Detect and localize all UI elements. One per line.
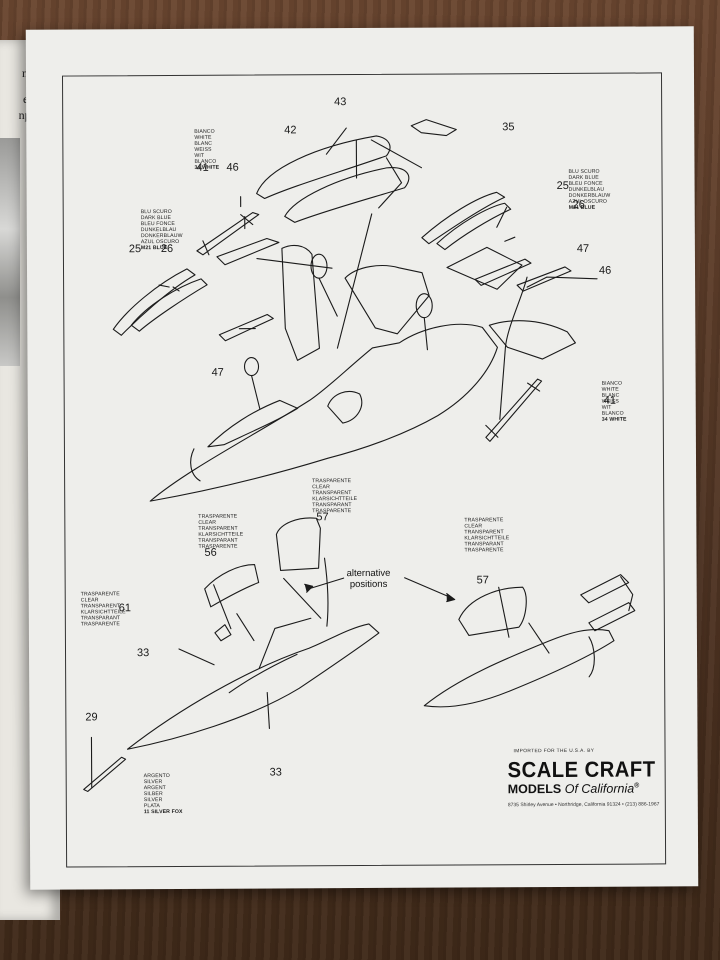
missile-41-right [485,378,543,442]
seat-61 [214,624,232,642]
canopy-56 [204,564,260,608]
nose-wheel [243,357,260,377]
pylon-46-left [216,237,280,266]
color-label-silver: ARGENTO SILVER ARGENT SILBER SILVER PLAT… [143,773,183,816]
pylon-46-right [516,266,572,292]
wing-left [344,265,430,335]
assembly-diagram [83,119,636,792]
color-label-white-top: BIANCO WHITE BLANC WEISS WIT BLANCO 34 W… [194,128,220,171]
fuel-tank-43 [284,167,410,223]
canopy-alt-57 [458,586,527,636]
callout-25-left: 25 [128,243,142,256]
rack-25-left [112,268,196,336]
pitot-29 [83,756,127,792]
color-label-clear-57: TRASPARENTE CLEAR TRANSPARENT KLARSICHTT… [312,478,358,515]
rack-26-right [436,202,512,251]
callout-47-right: 47 [576,242,590,255]
instruction-sheet-page: 43 35 42 41 46 25 26 25 26 47 46 47 41 5… [25,26,699,890]
main-wheel-right [415,293,433,319]
callout-43: 43 [334,96,347,109]
color-label-blue-left: BLU SCURO DARK BLUE BLEU FONCE DUNKELBLA… [140,208,183,252]
color-label-clear-right: TRASPARENTE CLEAR TRANSPARENT KLARSICHTT… [464,517,510,554]
color-label-clear-61: TRASPARENTE CLEAR TRANSPARENT KLARSICHTT… [80,591,126,628]
callout-46-right: 46 [598,264,612,277]
rack-25-right [421,191,506,245]
color-label-blue-right: BLU SCURO DARK BLUE BLEU FONCE DUNKELBLA… [568,168,611,211]
air-intake [327,391,363,424]
missile-41-left [196,212,260,256]
fuel-tank-42 [256,135,391,200]
canopy-frame [207,399,299,448]
callout-57-right: 57 [476,574,489,587]
callout-29: 29 [85,711,98,724]
nose-assembly-right [423,628,615,708]
pylon-47-left [218,313,274,342]
callout-33-top: 33 [136,647,150,660]
brand-name: SCALE CRAFT [507,756,656,783]
wing-right [488,320,576,360]
clipper-tool [580,574,636,632]
callout-25-right: 25 [556,179,569,192]
callout-42: 42 [284,124,297,137]
part-35 [410,119,457,137]
callout-33-bottom: 33 [269,766,282,779]
tail-fin [281,244,320,361]
left-page-photo [0,138,20,366]
brand-models-line: MODELS Of California® [507,781,640,797]
nose-assembly-left [126,623,380,750]
color-label-white-right: BIANCO WHITE BLANC WEISS WIT BLANCO 34 W… [601,380,627,423]
callout-35: 35 [502,121,515,134]
radome-line [190,448,201,482]
color-label-clear-56: TRASPARENTE CLEAR TRANSPARENT KLARSICHTT… [198,513,244,550]
rack-26-left [130,278,208,332]
callout-47-left: 47 [211,366,224,379]
canopy-57 [275,517,321,571]
alternative-positions-label: alternative positions [346,567,391,591]
brand-imported-line: IMPORTED FOR THE U.S.A. BY [513,748,595,755]
pylon-47-right [474,258,532,286]
tail-stabilizer [446,246,523,290]
fuselage-outline [149,323,498,502]
callout-46-top: 46 [226,161,239,174]
brand-address: 8735 Shirley Avenue • Northridge, Califo… [507,801,660,809]
